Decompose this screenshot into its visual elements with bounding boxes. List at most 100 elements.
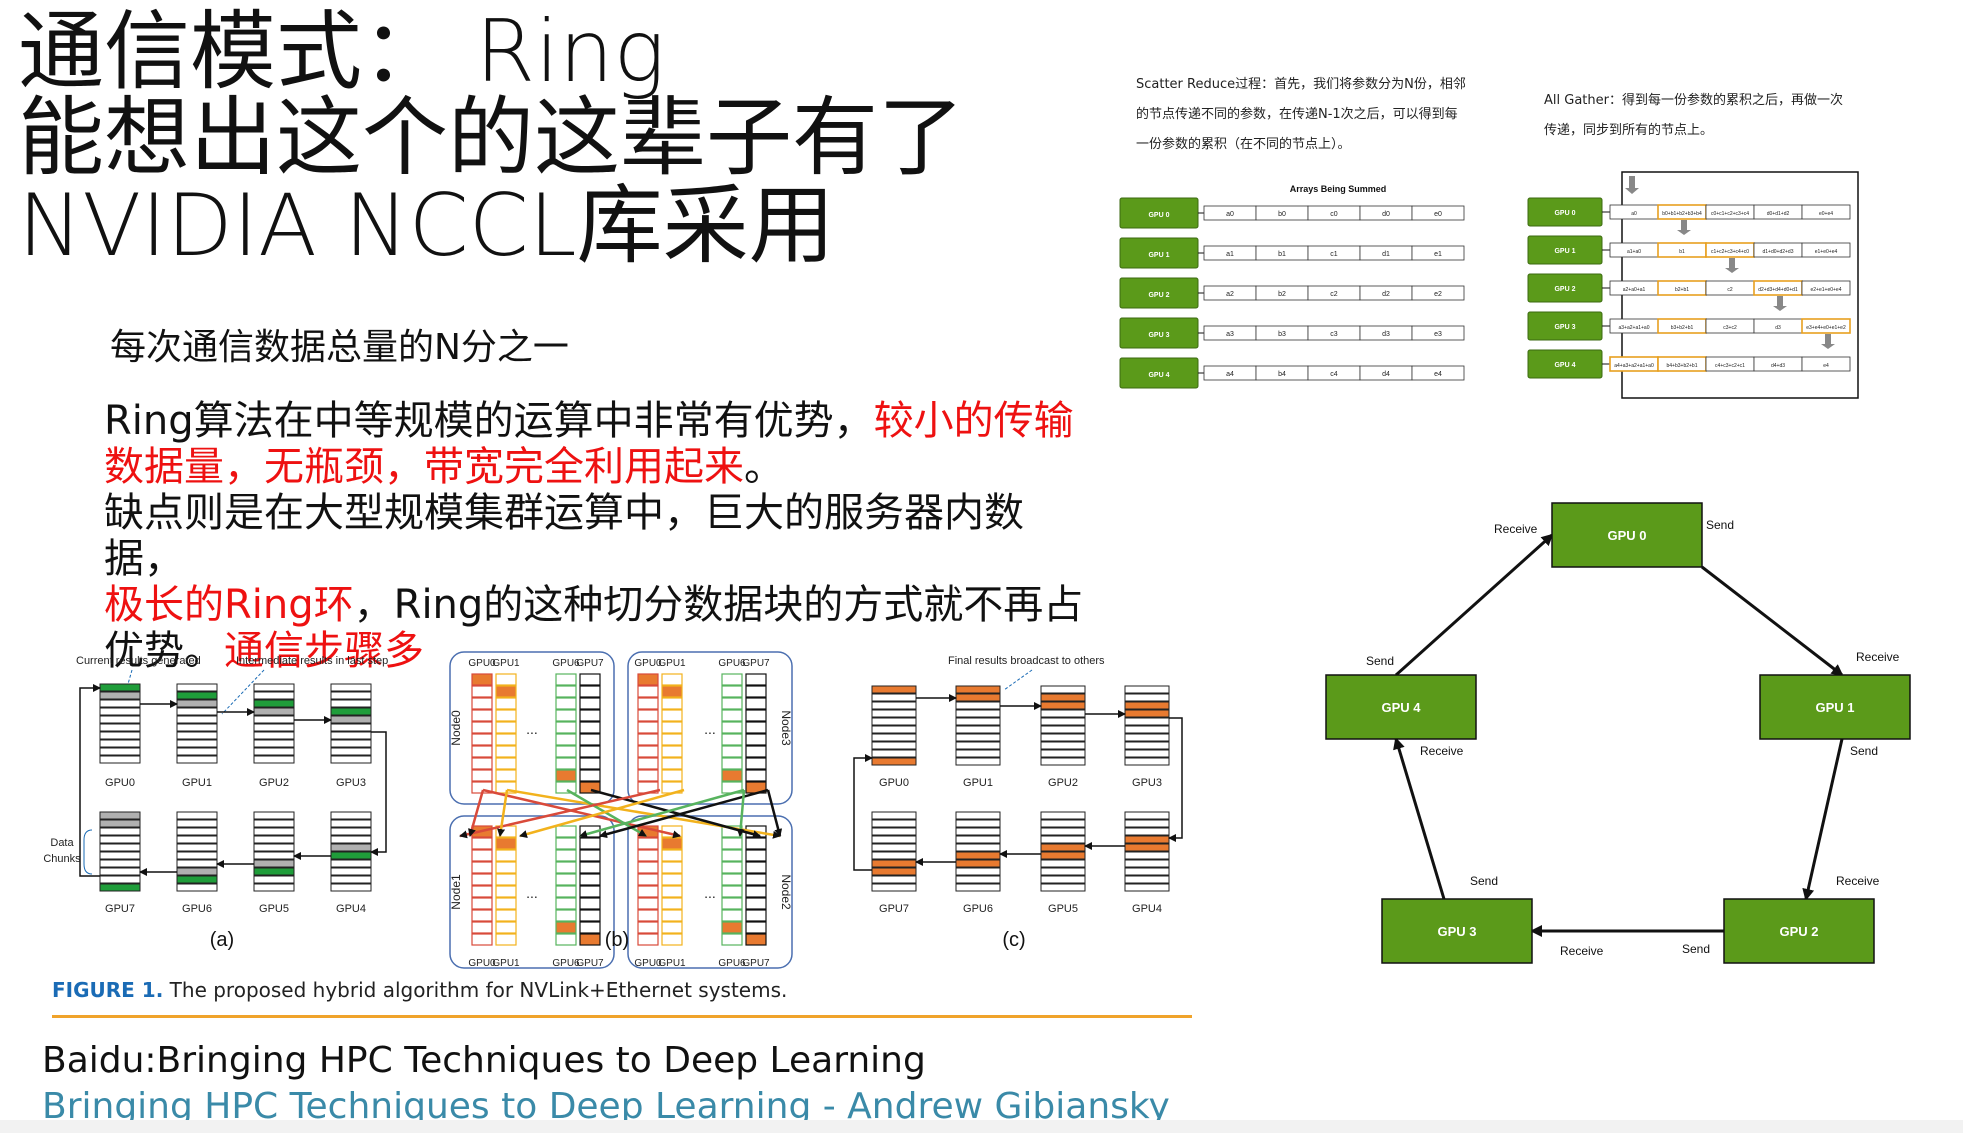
data-chunk (330, 843, 372, 852)
data-chunk (555, 697, 577, 710)
array-cell-value: d3 (1775, 325, 1781, 331)
data-chunk (871, 749, 917, 758)
data-chunk (579, 721, 601, 734)
data-chunk (579, 709, 601, 722)
ring-edge-arrow (1701, 565, 1844, 677)
data-chunk (253, 851, 295, 860)
data-chunk (955, 875, 1001, 884)
down-arrow-icon (1677, 230, 1691, 235)
data-chunk (955, 749, 1001, 758)
data-chunk (99, 811, 141, 820)
data-chunk (99, 827, 141, 836)
data-chunk (555, 873, 577, 886)
data-chunk (661, 685, 683, 698)
data-chunk (745, 873, 767, 886)
send-label: Send (1850, 744, 1878, 758)
gpu-box-label: GPU 0 (1554, 210, 1575, 217)
data-chunk (330, 747, 372, 756)
data-chunk (1124, 749, 1170, 758)
data-chunk (555, 721, 577, 734)
data-chunk (253, 827, 295, 836)
gpu-box-label: GPU 3 (1554, 324, 1575, 331)
data-chunk (721, 861, 743, 874)
data-chunk (495, 873, 517, 886)
data-chunk (555, 909, 577, 922)
data-chunk (99, 731, 141, 740)
data-chunk (176, 691, 218, 700)
data-chunk (1124, 851, 1170, 860)
data-chunk (721, 697, 743, 710)
ring-arrow (1168, 717, 1183, 842)
data-chunk (1124, 827, 1170, 836)
data-chunk (330, 755, 372, 764)
data-chunk (579, 873, 601, 886)
array-cell-value: b2 (1278, 291, 1286, 298)
note-current-results: Current results generated (76, 655, 201, 667)
gpu-label: GPU0 (105, 777, 135, 789)
data-chunk (495, 909, 517, 922)
array-cell (1411, 285, 1465, 301)
data-chunk (253, 819, 295, 828)
node-link-arrow (468, 789, 485, 837)
data-chunk (555, 825, 577, 838)
array-cell-value: d4 (1382, 371, 1390, 378)
gpu-stack-bottom (1124, 811, 1170, 892)
array-cell-value: c0 (1330, 211, 1338, 218)
subtitle: 每次通信数据总量的N分之一 (110, 327, 569, 368)
array-cell-value: b0+b1+b2+b3+b4 (1662, 211, 1702, 217)
data-chunk (637, 885, 659, 898)
gpu-stack-top (99, 683, 141, 764)
ring-arrow (370, 731, 387, 856)
data-chunk (871, 741, 917, 750)
data-chunk (721, 885, 743, 898)
gpu-label: GPU1 (658, 658, 686, 669)
data-chunk (176, 859, 218, 868)
array-cell (1801, 280, 1851, 296)
data-chunk (253, 691, 295, 700)
gpu-box-label: GPU 1 (1148, 252, 1169, 259)
data-chunk (1040, 693, 1086, 702)
data-chunk (955, 819, 1001, 828)
data-chunk (661, 921, 683, 934)
data-chunk (871, 867, 917, 876)
data-chunk (1124, 811, 1170, 820)
ring-gpu-box (1759, 674, 1911, 740)
array-cell-value: a4 (1226, 371, 1234, 378)
data-chunk (871, 835, 917, 844)
data-chunk (1040, 843, 1086, 852)
data-chunk (721, 921, 743, 934)
data-chunk (579, 837, 601, 850)
gpu-stack-top (871, 685, 917, 766)
ring-gpu-box (1381, 898, 1533, 964)
data-chunk (1040, 835, 1086, 844)
data-chunk (555, 757, 577, 770)
array-cell (1411, 325, 1465, 341)
data-chunk (745, 849, 767, 862)
node-link-arrow (599, 788, 769, 839)
array-cell-value: b2+b1 (1675, 287, 1689, 293)
data-chunk (555, 933, 577, 946)
data-chunk (99, 835, 141, 844)
ring-gpu-label: GPU 1 (1815, 700, 1854, 715)
data-chunk (555, 849, 577, 862)
data-chunk (555, 885, 577, 898)
data-chunk (1040, 819, 1086, 828)
node-link-arrow (766, 789, 783, 837)
gpu-stack-bottom (330, 811, 372, 892)
gpu-box-label: GPU 2 (1554, 286, 1575, 293)
array-cell (1801, 356, 1851, 372)
array-cell-value: d2+d3+d4+d0+d1 (1758, 287, 1798, 293)
data-chunk (471, 745, 493, 758)
data-chunk (661, 873, 683, 886)
all-gather-text: All Gather：得到每一份参数的累积之后，再做一次传递，同步到所有的节点上… (1544, 93, 1843, 138)
data-chunk (745, 685, 767, 698)
array-cell-value: d0+d1+d2 (1767, 211, 1790, 217)
send-label: Send (1682, 942, 1710, 956)
gpu-label: GPU0 (634, 958, 662, 969)
data-chunk (253, 755, 295, 764)
body-p1-red: 较小的传输数据量，无瓶颈，带宽完全利用起来 (104, 398, 1074, 490)
data-chunk (1124, 835, 1170, 844)
data-chunk (330, 819, 372, 828)
data-chunk (99, 715, 141, 724)
